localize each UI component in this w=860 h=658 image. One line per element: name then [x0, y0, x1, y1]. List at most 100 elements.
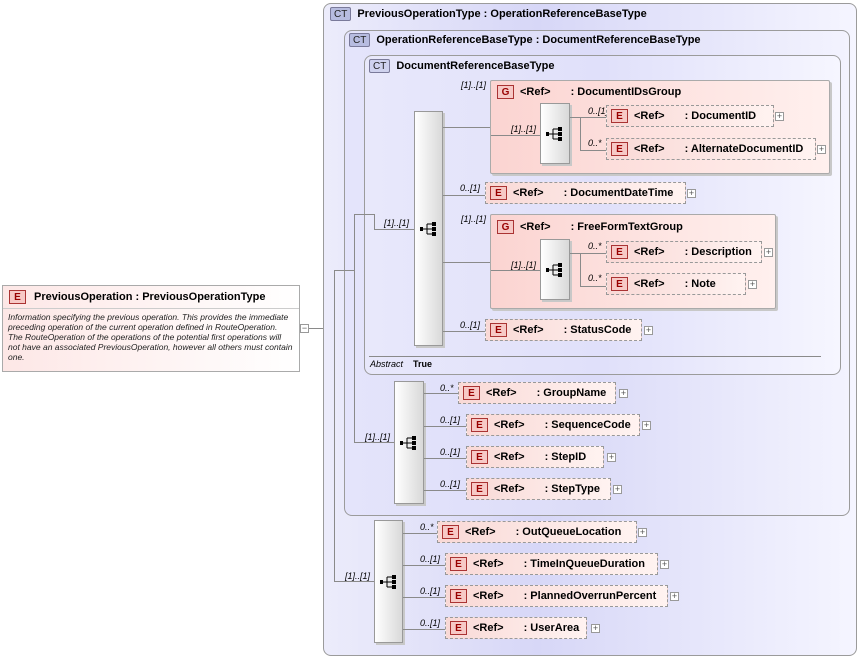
element-name: : UserArea — [523, 622, 580, 634]
element-name: : DocumentDateTime — [563, 187, 674, 199]
element-name: : StatusCode — [563, 324, 632, 336]
description-element[interactable]: E <Ref> : Description — [606, 241, 762, 263]
element-name: : Description — [684, 246, 752, 258]
sequence-compositor[interactable] — [540, 103, 570, 164]
previousoperationtype-title: CT PreviousOperationType : OperationRefe… — [330, 7, 647, 21]
expand-icon[interactable]: + — [607, 452, 616, 462]
connector — [570, 253, 580, 254]
cardinality-label: 0..* — [440, 383, 454, 393]
sequence-icon — [400, 435, 416, 450]
element-name: : StepID — [544, 451, 587, 463]
connector — [334, 270, 354, 271]
cardinality-label: 0..[1] — [440, 447, 461, 457]
element-icon: E — [611, 245, 628, 259]
element-name: : StepType — [544, 483, 600, 495]
cardinality-label: 0..* — [588, 273, 602, 283]
connector — [403, 597, 445, 598]
sequence-compositor[interactable] — [414, 111, 443, 346]
sequencecode-element[interactable]: E <Ref> : SequenceCode — [466, 414, 640, 436]
connector — [354, 214, 374, 215]
expand-icon[interactable]: + — [619, 388, 628, 398]
ref-label: <Ref> — [634, 246, 665, 258]
userarea-element[interactable]: E <Ref> : UserArea — [445, 617, 587, 639]
expand-icon[interactable]: + — [748, 279, 757, 289]
expand-icon[interactable]: + — [591, 623, 600, 633]
cardinality-label: 0..[1] — [420, 618, 441, 628]
connector — [403, 629, 445, 630]
sequence-compositor[interactable] — [540, 239, 570, 300]
connector — [354, 214, 355, 442]
ref-label: <Ref> — [520, 221, 551, 233]
connector — [443, 262, 491, 263]
element-name: : GroupName — [536, 387, 607, 399]
expand-icon[interactable]: + — [642, 420, 651, 430]
expand-icon[interactable]: + — [775, 111, 784, 121]
expand-icon[interactable]: + — [764, 247, 773, 257]
element-icon: E — [490, 323, 507, 337]
sequence-icon — [546, 262, 562, 277]
note-element[interactable]: E <Ref> : Note — [606, 273, 746, 295]
ref-label: <Ref> — [513, 324, 544, 336]
outqueuelocation-element[interactable]: E <Ref> : OutQueueLocation — [437, 521, 637, 543]
steptype-element[interactable]: E <Ref> : StepType — [466, 478, 611, 500]
connector — [309, 328, 323, 329]
sequence-compositor[interactable] — [394, 381, 424, 504]
connector — [491, 270, 540, 271]
previousoperation-element[interactable]: E PreviousOperation : PreviousOperationT… — [2, 285, 300, 372]
timeinqueueduration-element[interactable]: E <Ref> : TimeInQueueDuration — [445, 553, 658, 575]
connector — [424, 490, 466, 491]
element-name: : DocumentID — [684, 110, 757, 122]
element-name: : OutQueueLocation — [515, 526, 622, 538]
expand-icon[interactable]: + — [687, 188, 696, 198]
documentreferencebasetype-title: CT DocumentReferenceBaseType — [369, 59, 554, 73]
root-header: E PreviousOperation : PreviousOperationT… — [3, 286, 299, 309]
documentid-element[interactable]: E <Ref> : DocumentID — [606, 105, 774, 127]
cardinality-label: 0..[1] — [440, 479, 461, 489]
cardinality-label: 0..[1] — [440, 415, 461, 425]
stepid-element[interactable]: E <Ref> : StepID — [466, 446, 604, 468]
documentdatetime-element[interactable]: E <Ref> : DocumentDateTime — [485, 182, 686, 204]
outer-type-label: PreviousOperationType : OperationReferen… — [357, 8, 647, 20]
ref-label: <Ref> — [486, 387, 517, 399]
expand-icon[interactable]: + — [670, 591, 679, 601]
element-icon: E — [463, 386, 480, 400]
complex-type-icon: CT — [330, 7, 352, 21]
alternatedocumentid-element[interactable]: E <Ref> : AlternateDocumentID — [606, 138, 816, 160]
connector — [403, 533, 437, 534]
cardinality-label: [1]..[1] — [511, 124, 537, 134]
expand-icon[interactable]: + — [817, 144, 826, 154]
root-title: PreviousOperation : PreviousOperationTyp… — [34, 291, 266, 303]
statuscode-element[interactable]: E <Ref> : StatusCode — [485, 319, 642, 341]
ref-label: <Ref> — [473, 558, 504, 570]
element-icon: E — [611, 142, 628, 156]
element-icon: E — [611, 109, 628, 123]
cardinality-label: [1]..[1] — [511, 260, 537, 270]
expand-icon[interactable]: + — [613, 484, 622, 494]
plannedoverrunpercent-element[interactable]: E <Ref> : PlannedOverrunPercent — [445, 585, 668, 607]
ref-label: <Ref> — [494, 451, 525, 463]
ref-label: <Ref> — [634, 143, 665, 155]
cardinality-label: 0..[1] — [460, 183, 481, 193]
element-name: : AlternateDocumentID — [684, 143, 804, 155]
connector — [580, 117, 606, 118]
element-icon: E — [450, 621, 467, 635]
expand-icon[interactable]: + — [638, 527, 647, 537]
sequence-compositor[interactable] — [374, 520, 403, 643]
expand-icon[interactable]: + — [660, 559, 669, 569]
abstract-value: True — [413, 359, 433, 369]
ref-label: <Ref> — [513, 187, 544, 199]
expand-icon[interactable]: + — [644, 325, 653, 335]
group-name: : DocumentIDsGroup — [570, 86, 682, 98]
element-icon: E — [471, 418, 488, 432]
complex-type-icon: CT — [349, 33, 371, 47]
cardinality-label: [1]..[1] — [365, 432, 391, 442]
collapse-icon[interactable]: − — [300, 323, 309, 333]
groupname-element[interactable]: E <Ref> : GroupName — [458, 382, 616, 404]
element-icon: E — [442, 525, 459, 539]
cardinality-label: [1]..[1] — [384, 218, 410, 228]
ref-label: <Ref> — [520, 86, 551, 98]
ref-label: <Ref> — [473, 622, 504, 634]
connector — [580, 253, 606, 254]
ref-label: <Ref> — [634, 110, 665, 122]
